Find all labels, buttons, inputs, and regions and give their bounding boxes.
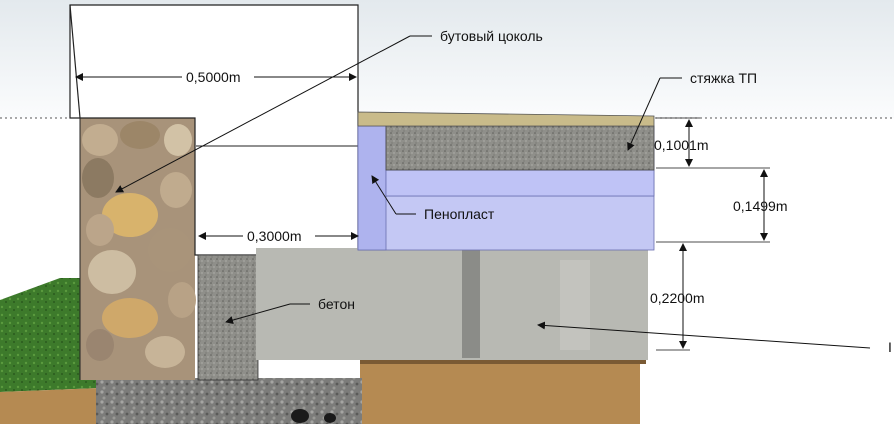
dim-screed-label: 0,1001m — [654, 137, 708, 153]
label-concrete: бетон — [318, 296, 355, 312]
drain-pipe-2 — [324, 413, 336, 423]
wall-upper — [69, 4, 359, 256]
dim-wall-width-label: 0,5000m — [186, 69, 240, 85]
dim-inner-offset-label: 0,3000m — [247, 228, 301, 244]
soil-left — [0, 388, 100, 424]
concrete-strip — [197, 254, 259, 381]
dim-screed: 0,1001m — [654, 117, 770, 169]
dim-foam-label: 0,1499m — [733, 198, 787, 214]
wood-top — [357, 111, 655, 127]
leader-foam: Пенопласт — [371, 175, 495, 222]
gravel-base — [96, 378, 362, 424]
leader-right: I — [537, 321, 892, 355]
stones — [82, 121, 196, 368]
label-screed: стяжка ТП — [690, 70, 757, 86]
screed-layer — [385, 125, 655, 171]
dim-wall-width: 0,5000m — [75, 68, 357, 86]
leader-concrete: бетон — [225, 296, 355, 324]
foam-side — [357, 125, 387, 251]
drain-pipe — [291, 409, 309, 423]
label-right-partial: I — [888, 339, 892, 355]
dim-foam: 0,1499m — [656, 169, 787, 243]
label-stone-plinth: бутовый цоколь — [440, 28, 543, 44]
dim-slab-label: 0,2200m — [650, 290, 704, 306]
grass — [0, 278, 100, 392]
dim-inner-offset: 0,3000m — [198, 227, 359, 245]
dim-slab: 0,2200m — [650, 243, 704, 351]
soil-right — [360, 364, 640, 424]
slab-crack — [462, 250, 480, 358]
leader-screed: стяжка ТП — [627, 70, 757, 151]
label-foam: Пенопласт — [424, 206, 495, 222]
leader-stone-plinth: бутовый цоколь — [115, 28, 543, 193]
